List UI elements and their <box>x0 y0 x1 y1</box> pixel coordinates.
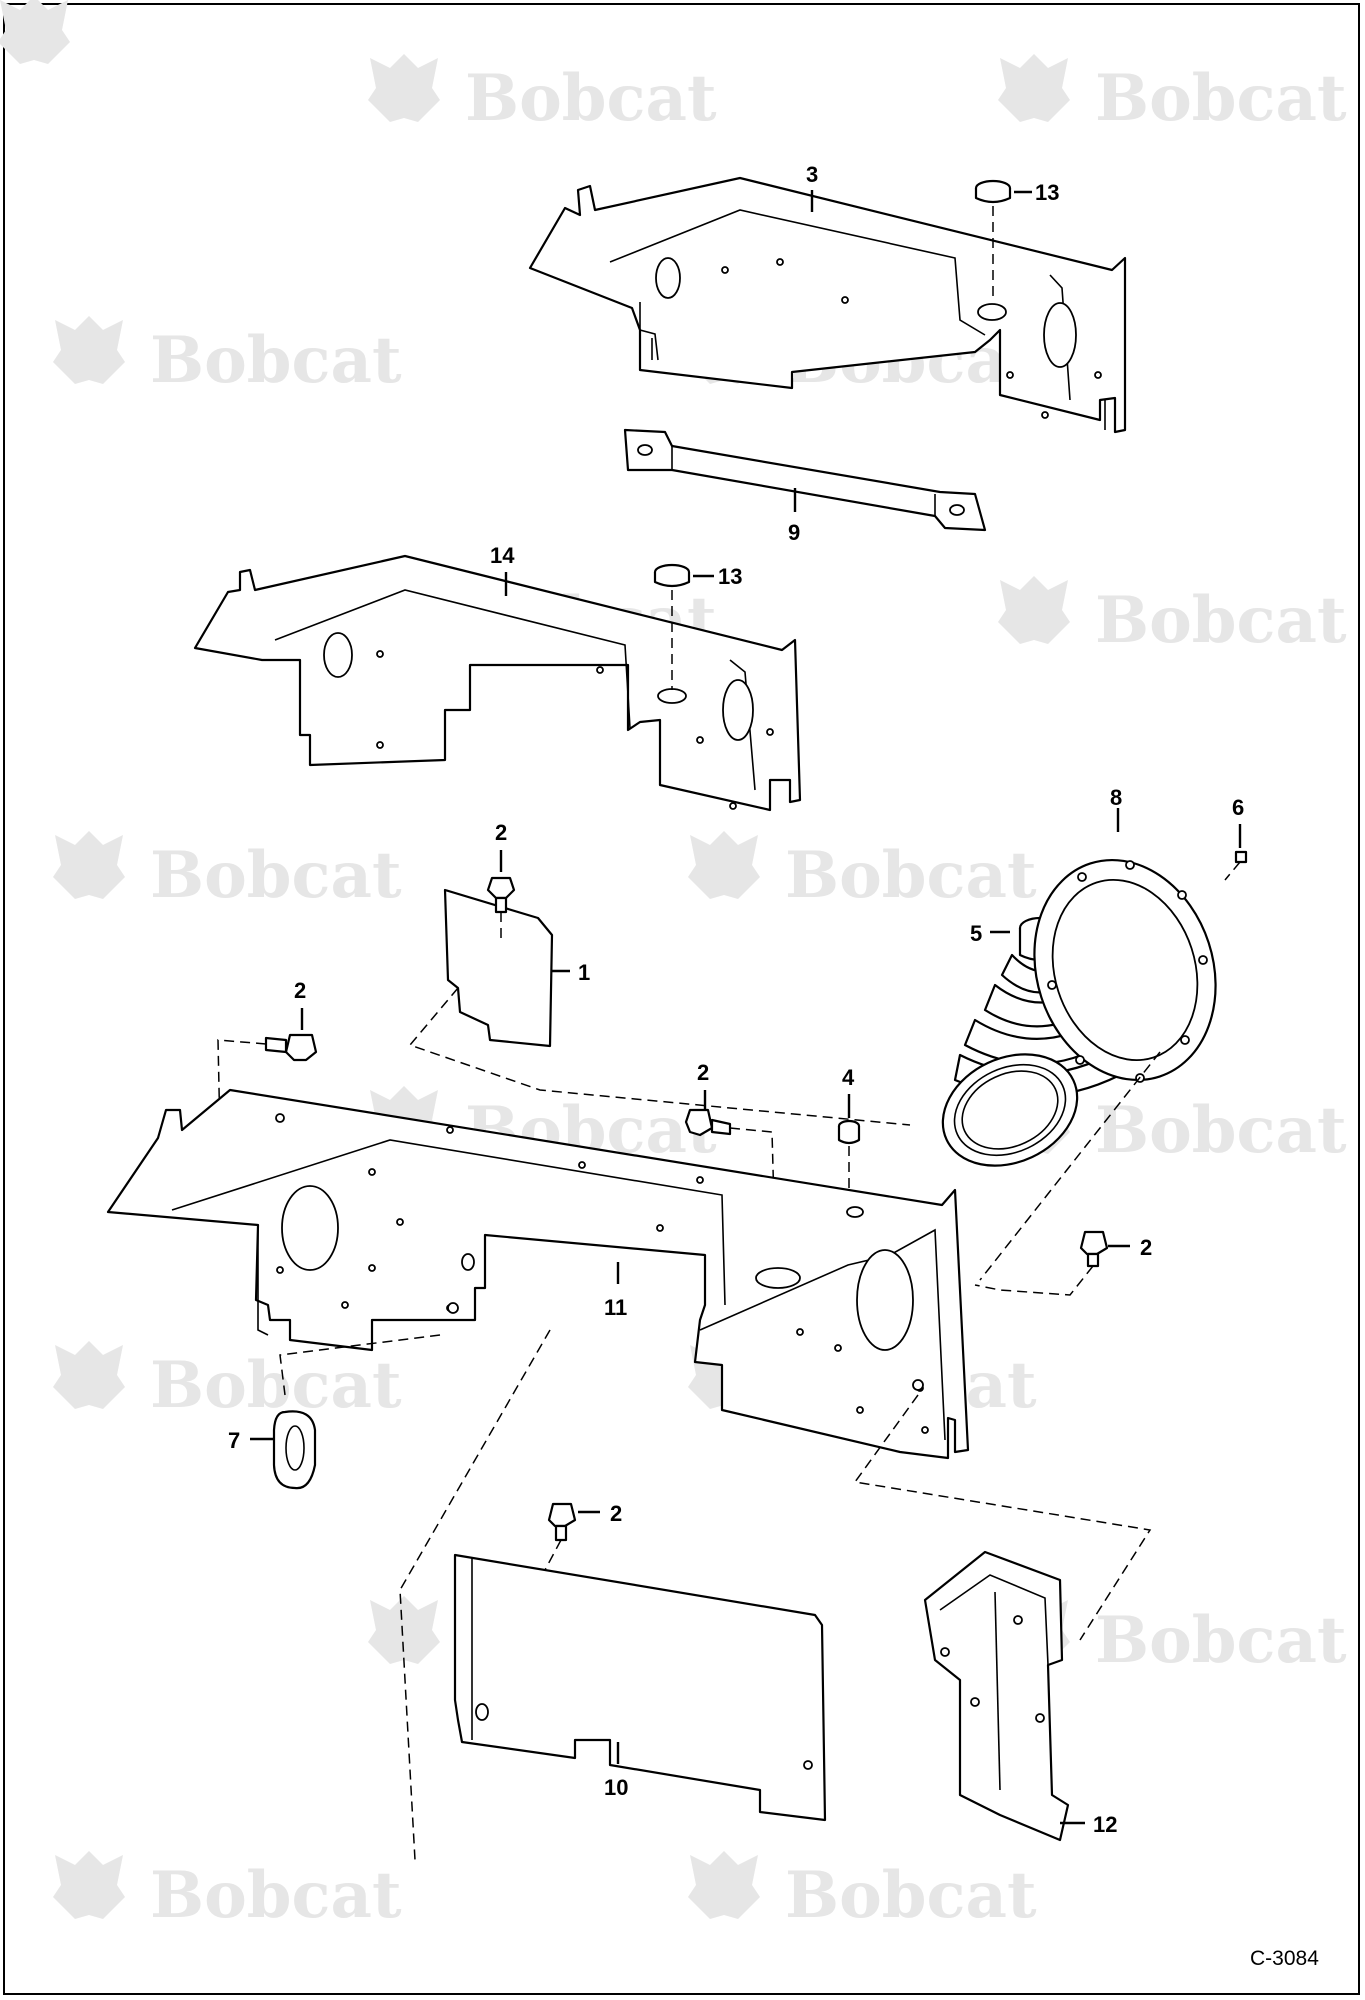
watermark-text: Bobcat <box>1095 61 1347 136</box>
callout-4: 4 <box>842 1065 855 1090</box>
callout-13: 13 <box>1035 180 1059 205</box>
callout-14: 14 <box>490 543 515 568</box>
part-6-screw: 6 <box>1224 795 1248 881</box>
callout-11: 11 <box>604 1295 627 1320</box>
callout-2: 2 <box>1140 1235 1152 1260</box>
page-border <box>3 3 1360 1995</box>
callout-2: 2 <box>697 1060 709 1085</box>
part-14-mid-panel: 14 <box>193 543 802 812</box>
part-2-bolt-left: 2 <box>187 978 318 1139</box>
part-2-bolt-upper: 2 <box>486 820 516 940</box>
callout-2: 2 <box>495 820 507 845</box>
part-7-grommet: 7 <box>228 1410 317 1490</box>
part-2-bolt-right: 2 <box>974 1230 1152 1296</box>
callout-1: 1 <box>578 960 590 985</box>
watermark-text: Bobcat <box>785 1858 1037 1933</box>
callout-13: 13 <box>718 564 742 589</box>
watermark-text: Bobcat <box>785 838 1037 913</box>
callout-7: 7 <box>228 1428 240 1453</box>
watermark-text: Bobcat <box>150 323 402 398</box>
part-2-bolt-lower: 2 <box>544 1501 622 1571</box>
bobcat-logo-icon <box>0 0 70 64</box>
callout-12: 12 <box>1093 1812 1117 1837</box>
callout-3: 3 <box>806 162 818 187</box>
part-1-cover-plate: 1 <box>408 888 911 1126</box>
callout-9: 9 <box>788 520 800 545</box>
callout-8: 8 <box>1110 785 1122 810</box>
watermark-text: Bobcat <box>465 61 717 136</box>
callout-5: 5 <box>970 921 982 946</box>
part-13-plug-top: 13 <box>974 179 1059 300</box>
callout-2: 2 <box>610 1501 622 1526</box>
part-3-upper-panel: 3 <box>528 162 1127 434</box>
part-8-flange-ring: 8 <box>979 785 1217 1281</box>
part-13-plug-mid: 13 <box>653 563 742 690</box>
watermark-text: Bobcat <box>150 1348 402 1423</box>
part-10-lower-plate: 10 <box>453 1553 827 1822</box>
callout-10: 10 <box>604 1775 628 1800</box>
part-12-bracket: 12 <box>923 1550 1117 1842</box>
drawing-code: C-3084 <box>1250 1947 1319 1970</box>
callout-2: 2 <box>294 978 306 1003</box>
watermark-text: Bobcat <box>1095 583 1347 658</box>
callout-6: 6 <box>1232 795 1244 820</box>
watermark-text: Bobcat <box>1095 1603 1347 1678</box>
watermark-text: Bobcat <box>150 1858 402 1933</box>
watermark-text: Bobcat <box>150 838 402 913</box>
watermark-text: Bobcat <box>1095 1093 1347 1168</box>
part-11-main-panel: 11 <box>106 1088 1152 1861</box>
part-9-strap: 9 <box>623 428 987 545</box>
